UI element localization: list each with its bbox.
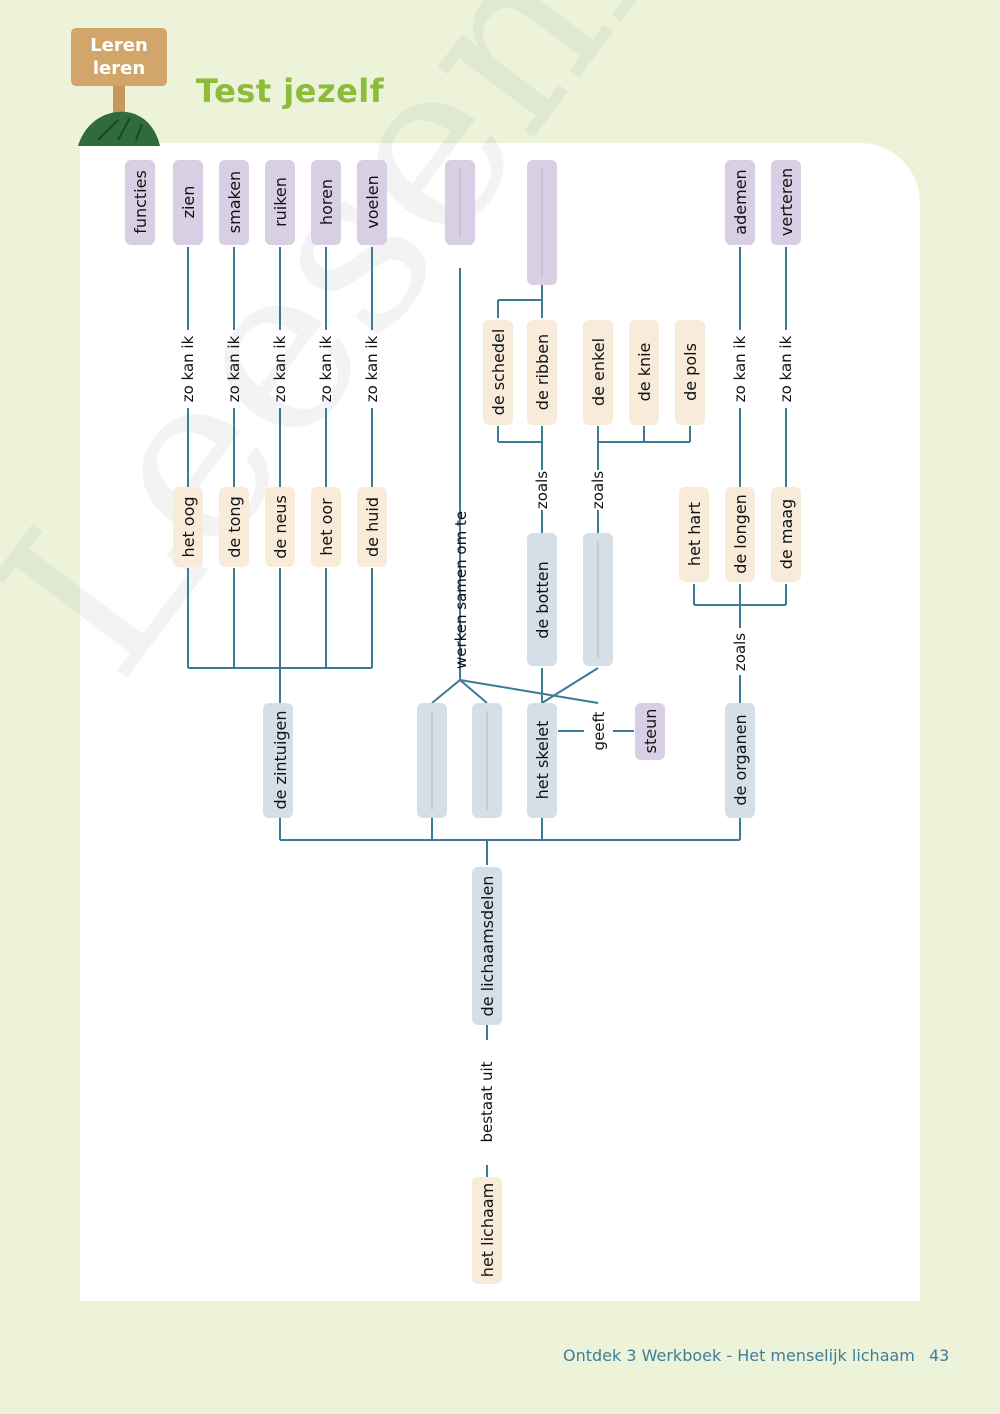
link-zo-kan-ik: zo kan ik [363, 335, 381, 402]
function-box-ademen [725, 160, 755, 245]
joint-de-knie: de knie [635, 343, 654, 402]
function-ademen: ademen [731, 169, 750, 234]
bestaat-uit-label: bestaat uit [478, 1061, 496, 1142]
boxes [125, 160, 801, 1284]
organ-de-huid: de huid [363, 497, 382, 557]
function-smaken: smaken [225, 171, 244, 233]
organ-het-oog: het oog [179, 496, 198, 557]
organ-het-oor: het oor [317, 498, 336, 556]
link-zo-kan-ik: zo kan ik [777, 335, 795, 402]
functies-box [125, 160, 155, 245]
de-zintuigen: de zintuigen [271, 710, 290, 809]
organ-de-maag: de maag [777, 499, 796, 569]
het-lichaam: het lichaam [478, 1183, 497, 1277]
het-skelet: het skelet [533, 721, 552, 800]
function-ruiken: ruiken [271, 177, 290, 227]
link-zo-kan-ik: zo kan ik [731, 335, 749, 402]
function-box-voelen [357, 160, 387, 245]
organs-zoals: zoals [731, 633, 749, 671]
organ-de-tong: de tong [225, 496, 244, 557]
joint-de-pols: de pols [681, 343, 700, 401]
function-box-ruiken [265, 160, 295, 245]
steun: steun [641, 709, 660, 754]
labels: functies zien smaken ruiken horen voelen… [131, 168, 796, 1277]
function-zien: zien [179, 186, 198, 219]
function-voelen: voelen [363, 175, 382, 229]
sign-post [113, 86, 125, 116]
bone-de-schedel: de schedel [489, 329, 508, 416]
hill-icon [78, 111, 160, 146]
link-zo-kan-ik: zo kan ik [317, 335, 335, 402]
joint-de-enkel: de enkel [589, 338, 608, 406]
connector-lines [187, 247, 787, 1180]
link-zo-kan-ik: zo kan ik [179, 335, 197, 402]
link-zo-kan-ik: zo kan ik [271, 335, 289, 402]
function-box-verteren [771, 160, 801, 245]
de-lichaamsdelen: de lichaamsdelen [478, 876, 497, 1017]
functies-label: functies [131, 170, 150, 234]
bones-zoals: zoals [533, 471, 551, 509]
link-zo-kan-ik: zo kan ik [225, 335, 243, 402]
leren-leren-sign: Leren leren [71, 28, 167, 86]
organ-de-neus: de neus [271, 495, 290, 559]
organ-de-longen: de longen [731, 494, 750, 574]
function-box-smaken [219, 160, 249, 245]
footer-text: Ontdek 3 Werkboek - Het menselijk lichaa… [563, 1346, 915, 1365]
page-title: Test jezelf [196, 72, 385, 110]
joints-zoals: zoals [589, 471, 607, 509]
organ-het-hart: het hart [685, 502, 704, 566]
de-organen: de organen [731, 714, 750, 805]
de-botten: de botten [533, 561, 552, 639]
werken-samen-label: werken samen om te [452, 511, 470, 669]
geeft-label: geeft [590, 711, 608, 750]
function-verteren: verteren [777, 168, 796, 236]
function-box-zien [173, 160, 203, 245]
bone-de-ribben: de ribben [533, 334, 552, 410]
function-horen: horen [317, 179, 336, 225]
function-box-horen [311, 160, 341, 245]
page-number: 43 [929, 1346, 950, 1365]
